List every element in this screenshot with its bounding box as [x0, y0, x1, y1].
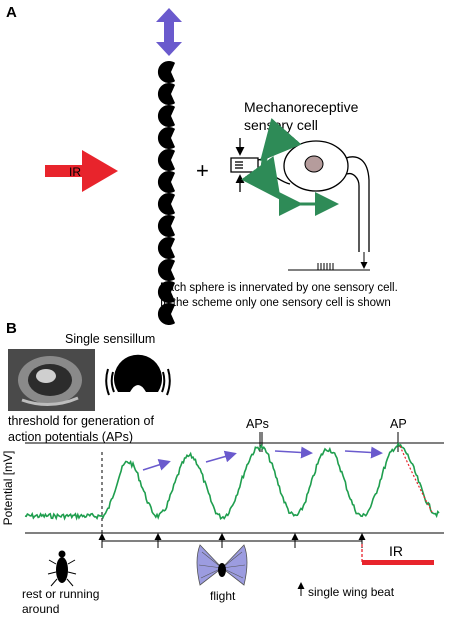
sensillum-sphere	[157, 215, 176, 237]
sensillum-sphere	[157, 127, 176, 149]
single-sensillum-title: Single sensillum	[65, 332, 155, 346]
vibration-double-arrow	[156, 8, 182, 56]
threshold-label-line1: threshold for generation of	[8, 414, 154, 428]
panel-b-label: B	[6, 320, 17, 337]
caption-line2: In the scheme only one sensory cell is s…	[160, 297, 391, 309]
potential-trace	[24, 442, 440, 521]
plus-sign: +	[196, 158, 209, 183]
sensory-cell-diagram	[230, 140, 370, 252]
sensillum-sphere	[157, 105, 176, 127]
rest-label-line2: around	[22, 602, 59, 616]
ap-label: AP	[390, 417, 407, 431]
y-axis-label: Potential [mV]	[1, 451, 15, 526]
sensillum-sphere	[157, 259, 176, 282]
beetle-icon	[47, 550, 77, 587]
caption-line1: Each sphere is innervated by one sensory…	[160, 282, 398, 294]
sensillum-micrograph	[8, 349, 95, 411]
threshold-label-line2: action potentials (APs)	[8, 430, 133, 444]
rest-label-line1: rest or running	[22, 587, 99, 601]
aps-label: APs	[246, 417, 269, 431]
ir-arrow-label: IR	[69, 165, 81, 179]
sensillum-sphere	[157, 61, 176, 83]
sensillum-sphere	[157, 83, 176, 106]
ir-overlay-trace	[399, 445, 433, 513]
sensory-cell-title-line2: sensory cell	[244, 117, 318, 133]
wing-beat-markers	[98, 533, 366, 548]
sensory-cell-title-line1: Mechanoreceptive	[244, 99, 359, 115]
sensillum-sphere	[157, 303, 176, 326]
ir-arrow	[45, 150, 118, 192]
sensilla-sphere-column	[157, 61, 176, 326]
wing-beat-legend-label: single wing beat	[308, 585, 395, 599]
recording-trace-a	[288, 252, 370, 271]
flying-beetle-icon	[196, 544, 248, 586]
ir-stimulus-bar	[362, 560, 434, 565]
cell-nucleus	[304, 155, 324, 173]
progression-arrows	[142, 446, 383, 471]
ir-bar-label: IR	[389, 543, 403, 559]
panel-a-label: A	[6, 4, 17, 21]
plot-axes	[25, 432, 444, 534]
bending-curved-arrow	[241, 118, 302, 201]
sensillum-icon	[105, 354, 171, 396]
flight-label: flight	[210, 589, 236, 603]
sensillum-sphere	[157, 193, 176, 215]
sensillum-sphere	[157, 149, 176, 171]
sensillum-sphere	[157, 281, 176, 304]
sensillum-sphere	[157, 237, 176, 260]
sensillum-sphere	[157, 171, 176, 193]
